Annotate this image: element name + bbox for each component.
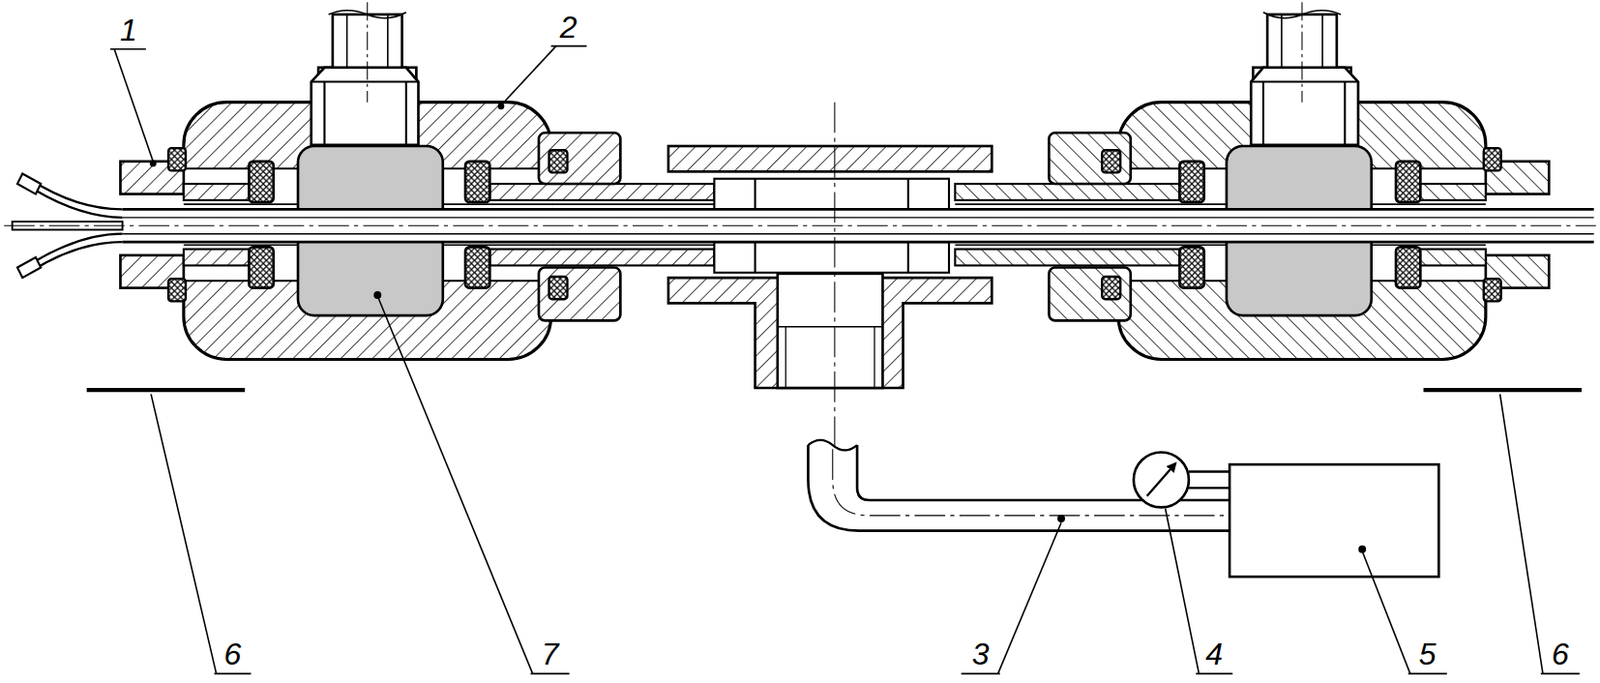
drawing-part bbox=[754, 241, 757, 273]
drawing-part bbox=[122, 216, 1595, 218]
drawing-part bbox=[907, 178, 910, 210]
drawing-part bbox=[807, 444, 1230, 532]
callout-number: 1 bbox=[119, 14, 138, 46]
drawing-part bbox=[3, 225, 1597, 227]
callout-number: 6 bbox=[1551, 638, 1570, 670]
drawing-part bbox=[833, 102, 835, 450]
right-seal-assembly bbox=[954, 1, 1549, 359]
drawing-part bbox=[1188, 470, 1230, 473]
leader-lines bbox=[110, 46, 1580, 675]
callout-number: 4 bbox=[1205, 638, 1223, 670]
drawing-part bbox=[961, 673, 1001, 676]
drawing-part bbox=[807, 440, 858, 451]
drawing-part bbox=[907, 241, 910, 273]
drawing-part bbox=[1362, 551, 1411, 675]
callout-number: 7 bbox=[541, 638, 560, 670]
drawing-part bbox=[502, 46, 557, 105]
drawing-part bbox=[754, 178, 757, 210]
drawing-part bbox=[777, 325, 884, 328]
drawing-part bbox=[873, 326, 875, 388]
drawing-part bbox=[34, 234, 123, 262]
drawing-part bbox=[998, 522, 1062, 674]
drawing-part bbox=[1500, 393, 1543, 674]
drawing-part bbox=[668, 146, 992, 172]
drawing-part bbox=[214, 673, 252, 676]
drawing-part bbox=[498, 103, 504, 109]
drawing-part bbox=[1423, 387, 1583, 392]
drawing-part bbox=[122, 233, 1595, 235]
drawing-part bbox=[150, 393, 217, 674]
drawing-part bbox=[954, 1, 1549, 359]
drawing-part bbox=[110, 48, 147, 51]
tee-fitting bbox=[668, 146, 992, 388]
drawing-part bbox=[150, 160, 156, 166]
drawing-part bbox=[713, 241, 949, 273]
drawing-part bbox=[34, 189, 123, 217]
drawing-part bbox=[114, 49, 153, 162]
drawing-part bbox=[1229, 464, 1439, 577]
drawing-part bbox=[832, 448, 1230, 516]
drawing-part bbox=[374, 292, 381, 298]
drawing-part bbox=[1058, 515, 1065, 522]
drawing-part bbox=[122, 207, 1595, 211]
left-seal-assembly bbox=[119, 1, 714, 359]
drawing-part bbox=[122, 240, 1595, 244]
drawing-part bbox=[1540, 673, 1580, 676]
drawing-part bbox=[531, 673, 570, 676]
drawing-part bbox=[1133, 451, 1189, 507]
drawing-part bbox=[1359, 545, 1365, 552]
drawing-part bbox=[1188, 486, 1230, 489]
drawing-part bbox=[1195, 673, 1233, 676]
drawing-part bbox=[119, 1, 714, 359]
base-plates bbox=[87, 389, 1582, 391]
callout-number: 5 bbox=[1419, 638, 1437, 670]
axis-lines bbox=[3, 102, 1597, 450]
drawing-part bbox=[1408, 673, 1448, 676]
drawing-part bbox=[17, 173, 41, 194]
drawing-part bbox=[87, 387, 246, 392]
drawing-part bbox=[777, 273, 884, 388]
callout-number: 3 bbox=[972, 638, 990, 670]
callout-number: 2 bbox=[560, 11, 578, 43]
callout-number: 6 bbox=[224, 638, 242, 670]
drawing-part bbox=[17, 257, 41, 278]
pressure-source-box bbox=[1229, 464, 1439, 577]
pressure-gauge bbox=[1133, 451, 1230, 507]
drawing-part bbox=[713, 178, 949, 210]
drawing-part bbox=[785, 326, 787, 388]
drawing-part bbox=[377, 296, 533, 674]
drawing-part bbox=[1147, 463, 1177, 497]
drawing-part bbox=[1165, 507, 1200, 674]
